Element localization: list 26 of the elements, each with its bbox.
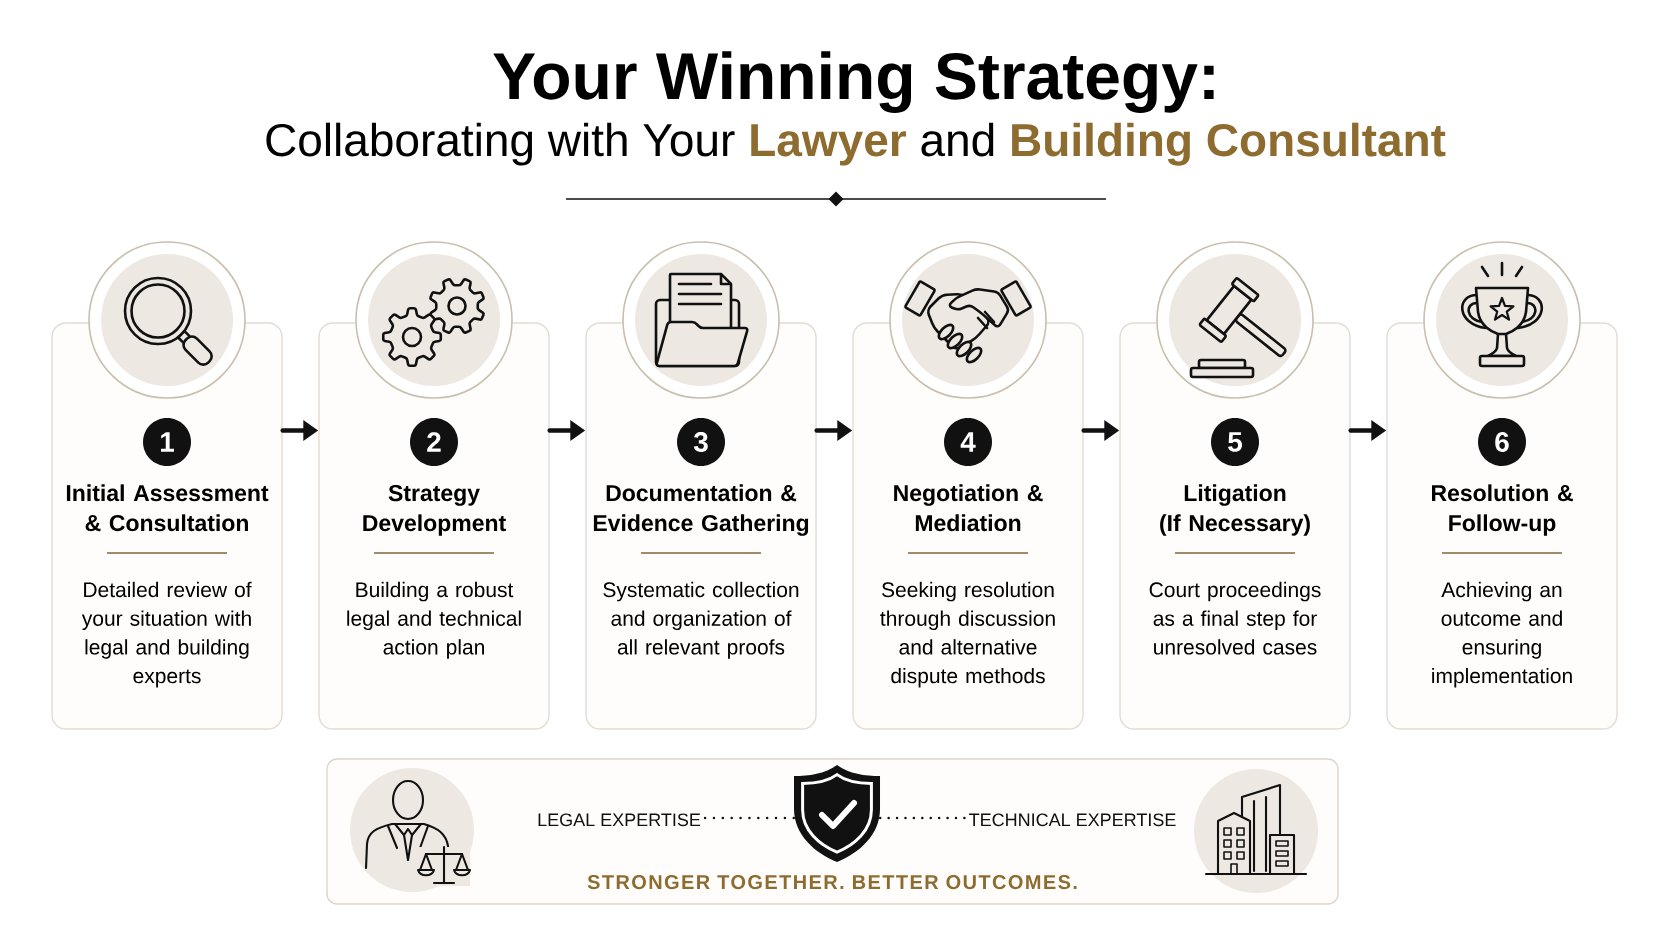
subtitle: Collaborating with Your Lawyer and Building Consultant: [266, 122, 1446, 166]
number-badge: 6: [1478, 418, 1526, 466]
step-description: Court proceedings as a final step for unresolved cases: [1149, 581, 1321, 655]
number-badge: 3: [677, 418, 725, 466]
title: Your Winning Strategy:: [493, 51, 1214, 113]
step-description: Achieving an outcome and ensuring implementation: [1432, 581, 1572, 688]
expertise-label: LEGAL EXPERTISE: [538, 813, 701, 827]
step-title: Resolution & Follow-up: [1432, 484, 1573, 536]
number-badge: 4: [944, 418, 992, 466]
step-description: Systematic collection and organization of all relevant proofs: [603, 581, 799, 659]
step-title: Litigation (If Necessary): [1160, 484, 1310, 536]
step-description: Detailed review of your situation with legal and building experts: [81, 581, 252, 688]
step-description: Seeking resolution through discussion and alternative dispute methods: [880, 581, 1055, 688]
number-badge: 5: [1211, 418, 1259, 466]
number-badge: 1: [143, 418, 191, 466]
step-title: Documentation & Evidence Gathering: [593, 484, 809, 536]
tagline: STRONGER TOGETHER. BETTER OUTCOMES.: [587, 875, 1077, 890]
step-title: Negotiation & Mediation: [894, 484, 1043, 532]
step-description: Building a robust legal and technical action plan: [347, 581, 521, 659]
dotted-line: [703, 816, 796, 820]
step-title: Initial Assessment & Consultation: [66, 484, 269, 532]
step-title: Strategy Development: [363, 484, 506, 536]
shield-check-icon: [794, 765, 880, 862]
expertise-label: TECHNICAL EXPERTISE: [969, 813, 1176, 827]
dotted-line: [878, 816, 966, 820]
number-badge: 2: [410, 418, 458, 466]
